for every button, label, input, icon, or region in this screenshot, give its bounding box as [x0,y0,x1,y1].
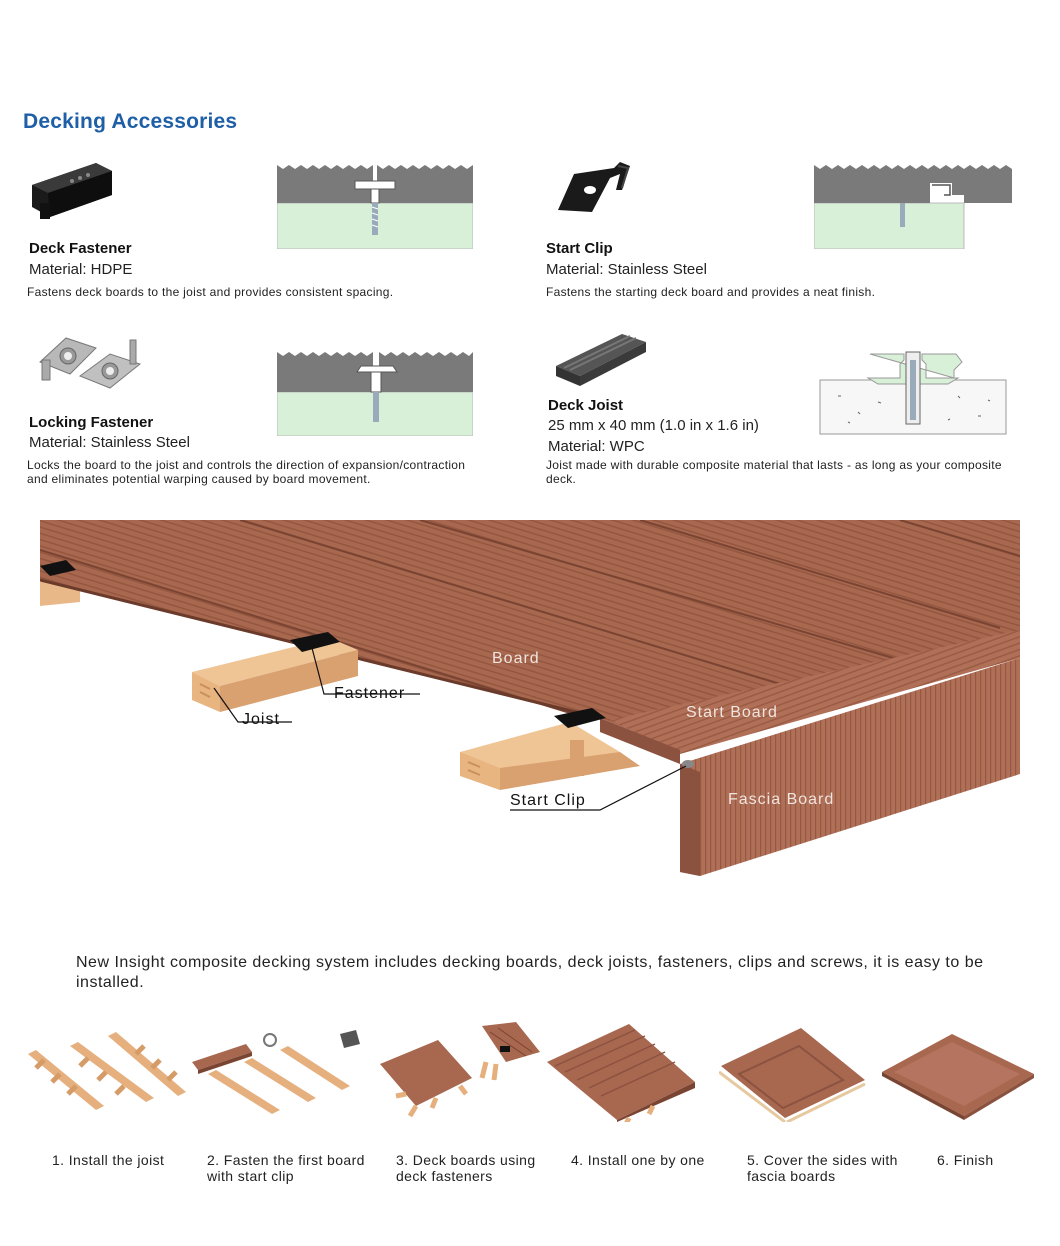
deck-fastener-name: Deck Fastener [29,240,132,257]
deck-fastener-material: Material: HDPE [29,261,133,278]
label-joist: Joist [242,711,280,728]
locking-fastener-description-2: and eliminates potential warping caused … [27,472,371,486]
locking-fastener-material: Material: Stainless Steel [29,434,190,451]
step-6-label: 6. Finish [937,1152,994,1168]
page-title: Decking Accessories [23,110,238,133]
step-4-image [545,1022,697,1122]
start-clip-description: Fastens the starting deck board and prov… [546,285,876,299]
locking-fastener-image [36,330,164,398]
label-board: Board [492,650,540,667]
step-2-image [188,1026,372,1118]
deck-fastener-description: Fastens deck boards to the joist and pro… [27,285,394,299]
label-fastener: Fastener [334,685,406,702]
step-5-label-2: fascia boards [747,1168,836,1184]
deck-fastener-diagram [277,163,473,249]
locking-fastener-description-1: Locks the board to the joist and control… [27,458,466,472]
step-3-label: 3. Deck boards using [396,1152,536,1168]
start-clip-material: Material: Stainless Steel [546,261,707,278]
label-start-clip: Start Clip [510,792,586,809]
label-fascia-board: Fascia Board [728,791,835,808]
step-3-image [376,1022,542,1118]
intro-text: New Insight composite decking system inc… [76,954,984,991]
start-clip-name: Start Clip [546,240,613,257]
step-4-label: 4. Install one by one [571,1152,705,1168]
deck-joist-description-2: deck. [546,472,577,486]
step-2-label-2: with start clip [207,1168,294,1184]
locking-fastener-name: Locking Fastener [29,414,154,431]
step-6-image [880,1032,1036,1120]
deck-joist-name: Deck Joist [548,397,624,414]
deck-fastener-image [26,155,118,227]
step-1-image [24,1022,190,1130]
step-5-label: 5. Cover the sides with [747,1152,898,1168]
deck-joist-image [552,332,648,388]
deck-assembly-diagram [40,520,1020,880]
deck-joist-size: 25 mm x 40 mm (1.0 in x 1.6 in) [548,417,759,434]
deck-joist-diagram [818,350,1008,436]
locking-fastener-diagram [277,350,473,436]
deck-joist-material: Material: WPC [548,438,645,455]
start-clip-diagram [814,163,1012,249]
deck-joist-description-1: Joist made with durable composite materi… [546,458,1002,472]
label-start-board: Start Board [686,704,778,721]
step-3-label-2: deck fasteners [396,1168,493,1184]
start-clip-image [556,160,634,218]
step-1-label: 1. Install the joist [52,1152,165,1168]
step-2-label: 2. Fasten the first board [207,1152,365,1168]
step-5-image [719,1024,867,1122]
